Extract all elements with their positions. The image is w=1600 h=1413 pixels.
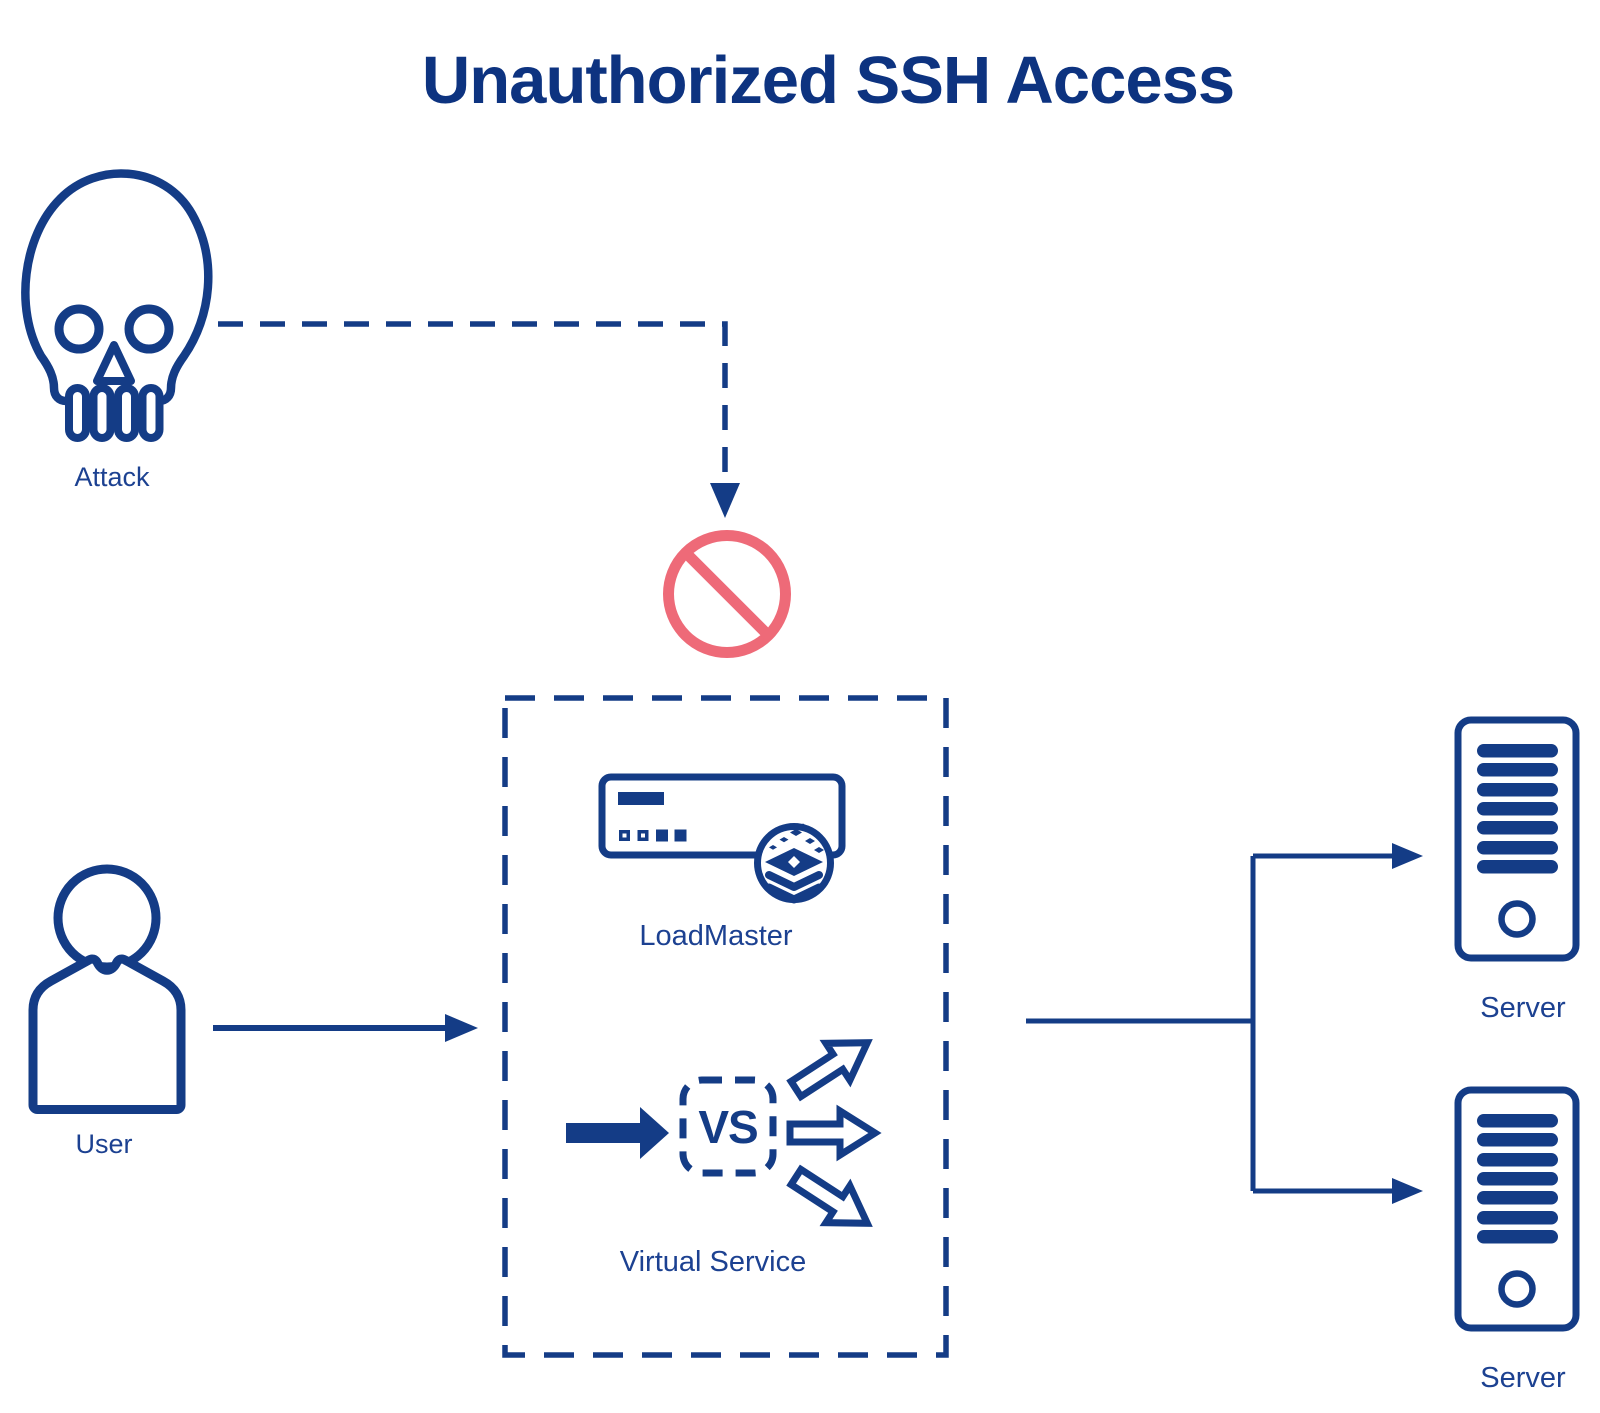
appliance-led-dot [622,833,627,838]
server-slot [1477,1114,1558,1128]
person-body [28,954,186,1114]
server-tower [1454,1086,1580,1332]
skull-tooth [114,384,139,442]
vs-inbound-arrow [566,1107,669,1159]
skull-icon [21,169,213,442]
user-arrowhead [445,1014,478,1042]
server-top-label: Server [1480,992,1566,1024]
skull-tooth [65,384,90,442]
vs-out-arrow-middle [786,1104,882,1162]
person-head [53,864,161,972]
server-bottom-arrowhead [1392,1178,1423,1204]
loadmaster-label: LoadMaster [639,920,793,952]
server-icon-bottom [1454,1086,1580,1332]
server-icon-top [1454,716,1580,962]
vs-out-arrow-up [786,1039,873,1102]
server-slot [1477,1191,1558,1205]
kemp-logo-icon [754,823,834,904]
server-slot [1477,860,1558,874]
server-power-button [1498,1270,1536,1308]
server-slot [1477,744,1558,758]
virtual-service-icon [566,1039,882,1227]
server-slot [1477,1211,1558,1225]
vs-badge: VS [698,1100,758,1153]
attack-dashed-line [218,321,728,483]
kemp-logo-chevron [765,883,823,904]
attack-arrowhead [710,483,740,518]
server-power-button [1498,900,1536,938]
server-slot [1477,783,1558,797]
blocked-circle [663,530,791,658]
skull-tooth [89,384,115,442]
loadmaster-appliance-icon [598,773,846,904]
person-icon [28,864,186,1114]
server-slot [1477,841,1558,855]
server-tower [1454,716,1580,962]
vs-outbound-arrows [786,1039,882,1227]
kemp-logo-plate-hole [788,856,800,868]
server-slot [1477,802,1558,816]
skull-tooth [138,384,164,442]
server-slot [1477,1172,1558,1186]
appliance-led-dot [641,833,645,838]
attack-label: Attack [74,462,150,492]
appliance-led [674,829,687,842]
vs-out-arrow-down [786,1164,873,1227]
loadmaster-to-servers-connector [1026,843,1423,1204]
user-label: User [75,1129,133,1159]
virtual-service-label: Virtual Service [619,1246,807,1278]
skull-nose [93,341,135,385]
server-slot [1477,1153,1558,1167]
server-slot [1477,1133,1558,1147]
kemp-logo-chevron [765,871,823,891]
skull-eye [124,304,174,354]
server-bottom-label: Server [1480,1362,1566,1394]
blocked-slash [682,549,772,639]
server-slot [1477,763,1558,777]
user-to-loadmaster-arrow [213,1014,478,1042]
server-top-arrowhead [1392,843,1423,869]
skull-eye [54,304,104,354]
page-title: Unauthorized SSH Access [421,43,1235,118]
loadmaster-boundary-box [502,695,949,1358]
appliance-drive-bay [618,792,664,805]
attack-dashed-arrow [218,321,740,518]
vs-dashed-box [679,1076,777,1177]
appliance-led [656,829,668,842]
server-slot [1477,821,1558,835]
server-slot [1477,1230,1558,1244]
blocked-icon [663,530,791,658]
